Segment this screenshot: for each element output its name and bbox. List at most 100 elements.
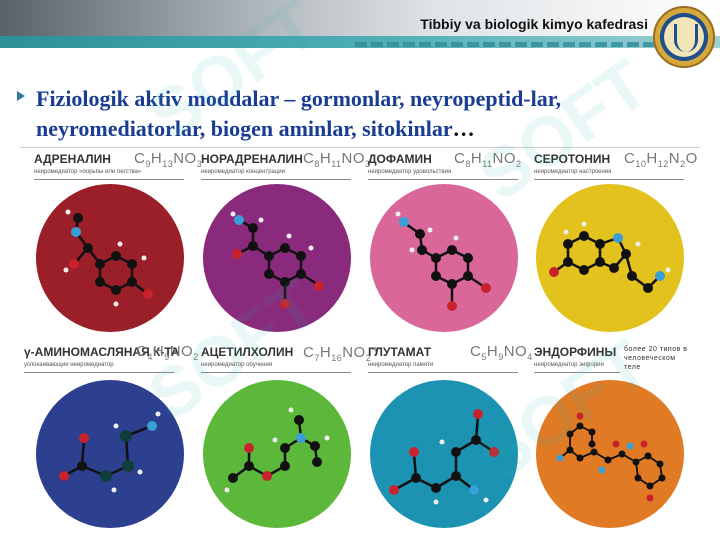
formula-element: NO bbox=[341, 150, 366, 167]
molecule-name: ЭНДОРФИНЫ bbox=[534, 345, 617, 359]
molecule-card: СЕРОТОНИН C10H12N2O нейромедиатор настро… bbox=[530, 150, 700, 332]
molecule-card: ДОФАМИН C8H11NO2 нейромедиатор удовольст… bbox=[364, 150, 534, 332]
molecule-circle bbox=[203, 380, 351, 528]
molecule-circle bbox=[370, 184, 518, 332]
molecule-formula: C9H13NO3 bbox=[134, 150, 202, 169]
molecule-formula: C7H16NO2⁺ bbox=[303, 343, 380, 363]
molecule-name: СЕРОТОНИН bbox=[534, 152, 611, 166]
university-seal-icon bbox=[653, 6, 715, 68]
molecule-formula: C4H9NO2 bbox=[136, 343, 199, 362]
formula-element: NO bbox=[342, 344, 366, 361]
formula-subscript: 7 bbox=[314, 353, 320, 363]
formula-subscript: 5 bbox=[481, 352, 487, 362]
molecule-name: НОРАДРЕНАЛИН bbox=[201, 152, 303, 166]
formula-subscript: 11 bbox=[482, 159, 493, 169]
formula-subscript: 3 bbox=[196, 159, 203, 169]
molecule-name: γ-АМИНОМАСЛЯНАЯ К-ТА bbox=[24, 345, 180, 359]
formula-subscript: 8 bbox=[465, 159, 471, 169]
formula-element: H bbox=[470, 150, 483, 167]
molecule-card: НОРАДРЕНАЛИН C8H11NO3 нейромедиатор конц… bbox=[197, 150, 370, 332]
molecule-structure-diagram bbox=[230, 211, 324, 309]
formula-element: ⁺ bbox=[371, 344, 380, 361]
formula-subscript: 4 bbox=[527, 352, 533, 362]
formula-element: H bbox=[319, 344, 332, 361]
formula-element: H bbox=[319, 150, 332, 167]
formula-element: C bbox=[303, 344, 315, 361]
formula-element: C bbox=[470, 343, 482, 360]
formula-subscript: 4 bbox=[147, 352, 153, 362]
header-dotted-line bbox=[355, 42, 655, 47]
formula-subscript: 2 bbox=[680, 159, 686, 169]
molecule-structure-diagram bbox=[224, 407, 330, 493]
molecule-subtitle: нейромедиатор эйфории bbox=[534, 362, 620, 373]
molecule-name: АДРЕНАЛИН bbox=[34, 152, 111, 166]
formula-subscript: 2 bbox=[516, 159, 522, 169]
formula-element: C bbox=[454, 150, 466, 167]
formula-element: C bbox=[303, 150, 315, 167]
molecule-subtitle: успокаивающий нейромедиатор bbox=[24, 362, 174, 373]
molecule-subtitle: нейромедиатор «борьбы или бегства» bbox=[34, 169, 184, 180]
molecule-structure-diagram bbox=[395, 211, 491, 311]
molecule-circle bbox=[203, 184, 351, 332]
formula-subscript: 16 bbox=[331, 353, 343, 363]
formula-element: C bbox=[136, 343, 148, 360]
formula-element: NO bbox=[173, 150, 197, 167]
formula-subscript: 12 bbox=[657, 159, 669, 169]
formula-subscript: 11 bbox=[331, 159, 342, 169]
title-divider bbox=[20, 147, 700, 148]
molecule-circle bbox=[36, 184, 184, 332]
molecule-structure-diagram bbox=[389, 409, 499, 505]
formula-element: C bbox=[134, 150, 146, 167]
bullet-icon bbox=[17, 91, 25, 101]
formula-element: N bbox=[668, 150, 681, 167]
slide-title: Fiziologik aktiv moddalar – gormonlar, n… bbox=[36, 84, 676, 144]
formula-element: NO bbox=[503, 343, 528, 360]
formula-subscript: 2 bbox=[193, 352, 199, 362]
formula-element: H bbox=[486, 343, 499, 360]
formula-element: NO bbox=[492, 150, 517, 167]
molecule-card: АДРЕНАЛИН C9H13NO3 нейромедиатор «борьбы… bbox=[30, 150, 202, 332]
formula-element: NO bbox=[169, 343, 194, 360]
department-name: Tibbiy va biologik kimyo kafedrasi bbox=[420, 16, 648, 32]
molecule-structure-diagram bbox=[549, 221, 671, 293]
formula-element: H bbox=[152, 343, 165, 360]
molecule-subtitle: нейромедиатор настроения bbox=[534, 169, 684, 180]
formula-subscript: 2 bbox=[365, 353, 372, 363]
formula-element: H bbox=[646, 150, 658, 167]
molecule-card: ГЛУТАМАТ C5H9NO4 нейромедиатор памяти bbox=[364, 343, 534, 528]
molecule-formula: C8H11NO3 bbox=[303, 150, 371, 169]
molecule-name: ДОФАМИН bbox=[368, 152, 432, 166]
molecule-formula: C10H12N2O bbox=[624, 150, 698, 169]
molecule-structure-diagram bbox=[556, 412, 666, 502]
formula-element: C bbox=[624, 150, 636, 167]
molecule-card: γ-АМИНОМАСЛЯНАЯ К-ТА C4H9NO2 успокаивающ… bbox=[20, 343, 198, 528]
formula-subscript: 13 bbox=[162, 159, 174, 169]
molecule-name: АЦЕТИЛХОЛИН bbox=[201, 345, 294, 359]
molecule-note: более 20 типов в человеческом теле bbox=[624, 346, 688, 371]
formula-subscript: 8 bbox=[314, 159, 320, 169]
molecule-formula: C8H11NO2 bbox=[454, 150, 522, 169]
formula-element: H bbox=[150, 150, 163, 167]
molecule-formula: C5H9NO4 bbox=[470, 343, 533, 362]
formula-element: O bbox=[685, 150, 698, 167]
molecule-name: ГЛУТАМАТ bbox=[368, 345, 432, 359]
molecule-structure-diagram bbox=[59, 411, 161, 493]
formula-subscript: 9 bbox=[164, 352, 170, 362]
molecule-card: ЭНДОРФИНЫ более 20 типов в человеческом … bbox=[530, 345, 700, 528]
molecule-circle bbox=[536, 184, 684, 332]
slide-title-ellipsis: … bbox=[452, 116, 475, 141]
formula-subscript: 9 bbox=[145, 159, 151, 169]
molecule-subtitle: нейромедиатор обучения bbox=[201, 362, 351, 373]
molecule-subtitle: нейромедиатор концентрации bbox=[201, 169, 351, 180]
molecule-subtitle: нейромедиатор удовольствия bbox=[368, 169, 518, 180]
molecule-circle bbox=[536, 380, 684, 528]
molecule-circle bbox=[36, 380, 184, 528]
slide-title-text: Fiziologik aktiv moddalar – gormonlar, n… bbox=[36, 86, 561, 141]
formula-subscript: 9 bbox=[498, 352, 504, 362]
formula-subscript: 3 bbox=[365, 159, 371, 169]
molecule-card: АЦЕТИЛХОЛИН C7H16NO2⁺ нейромедиатор обуч… bbox=[197, 344, 379, 528]
molecule-structure-diagram bbox=[63, 209, 153, 307]
formula-subscript: 10 bbox=[635, 159, 647, 169]
molecule-circle bbox=[370, 380, 518, 528]
